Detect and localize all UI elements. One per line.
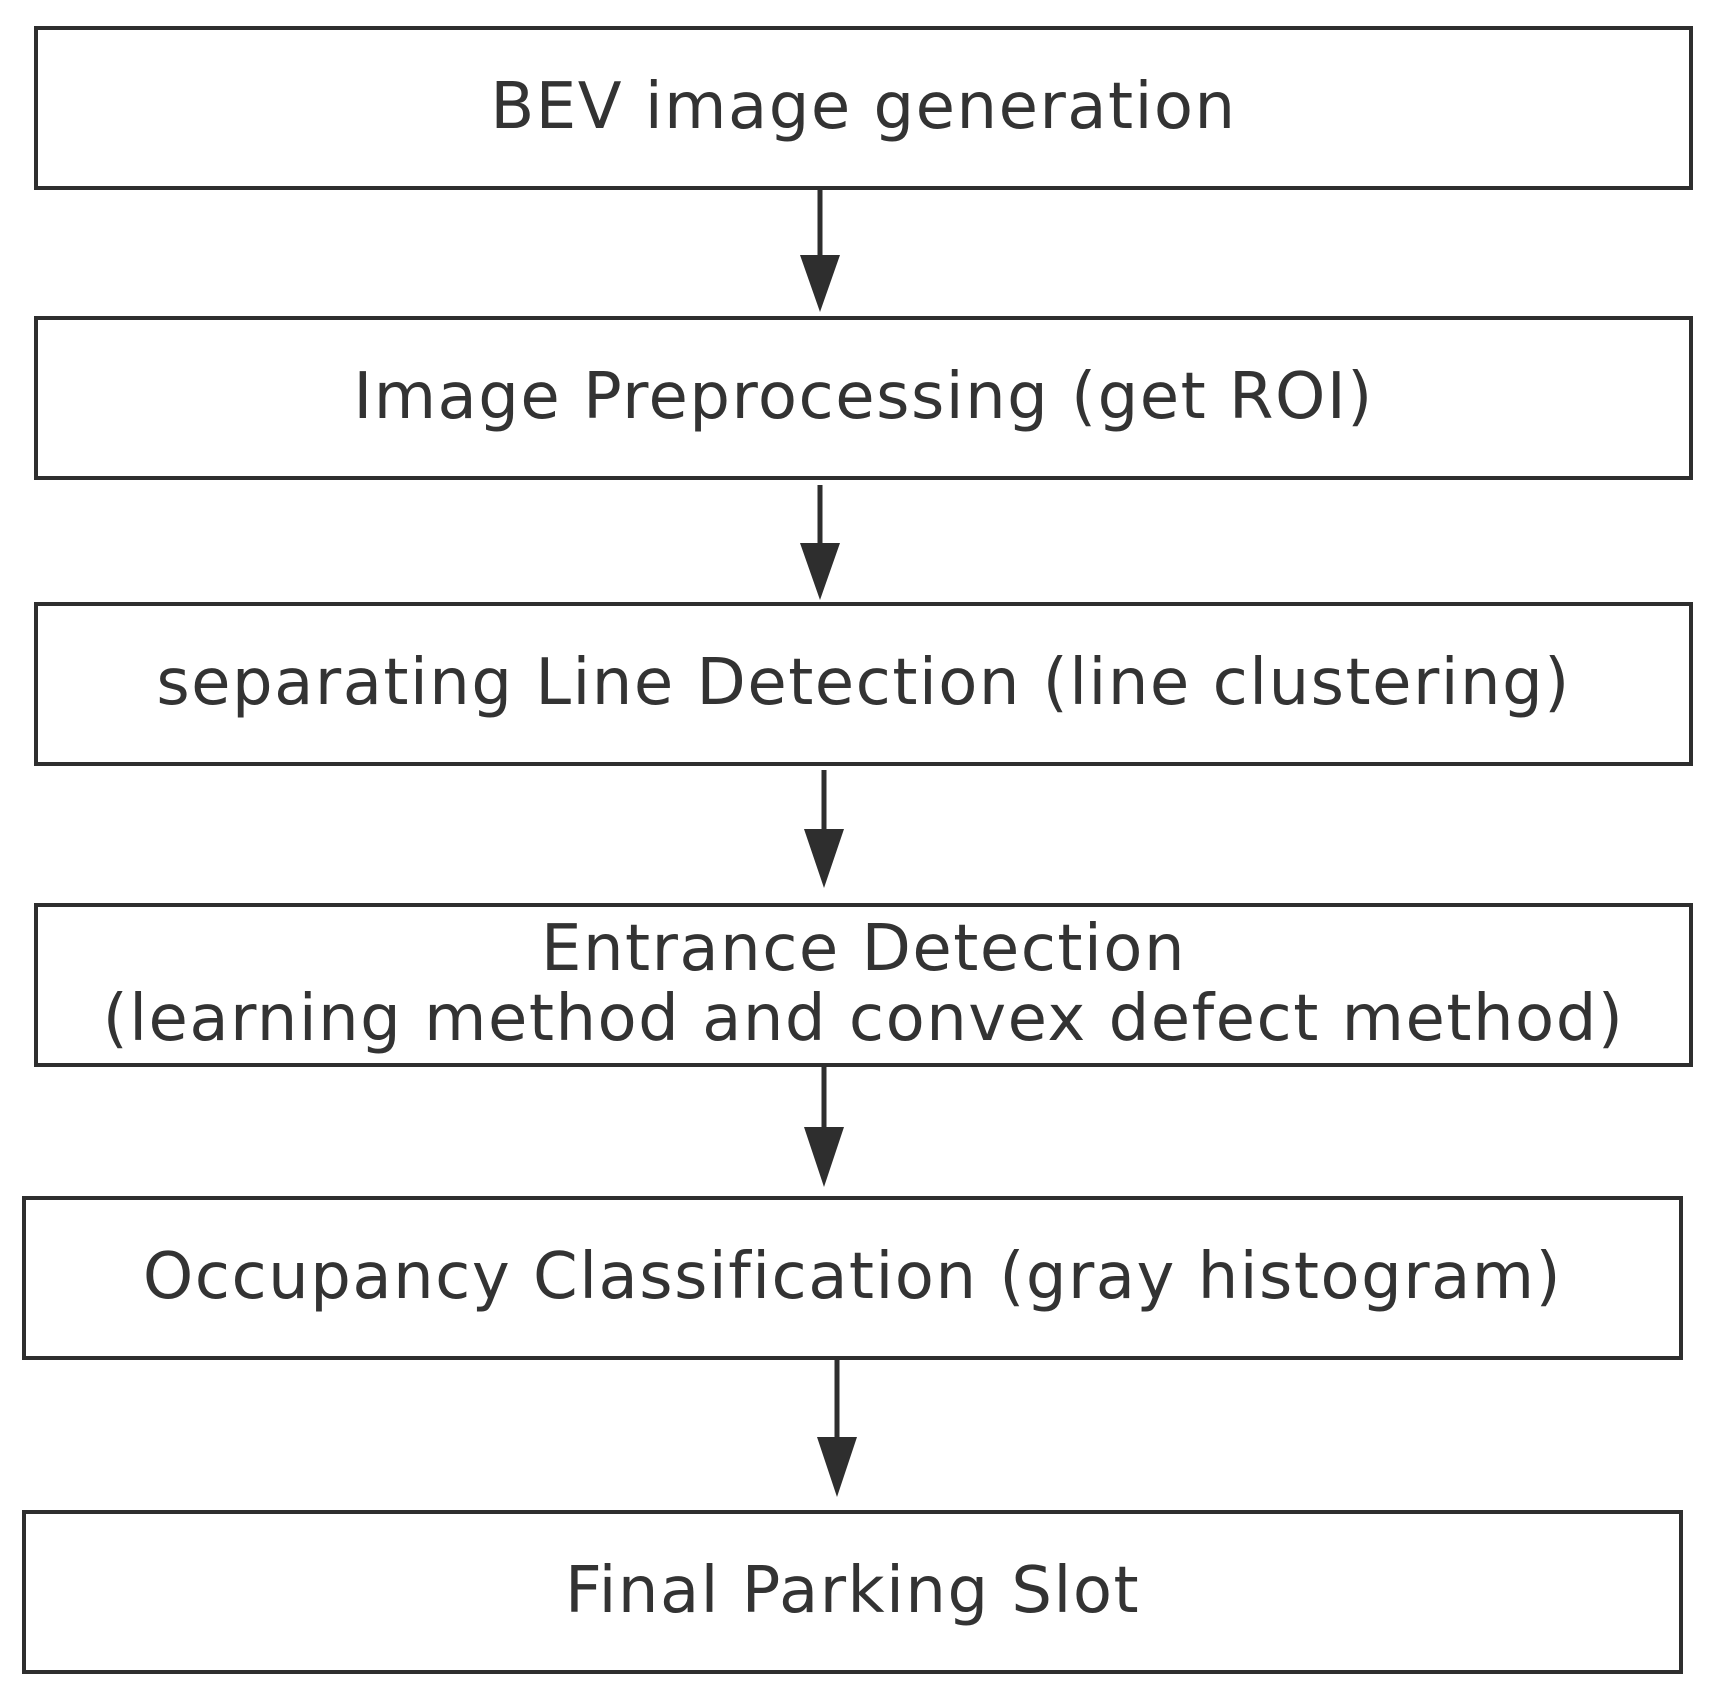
arrow-1-to-2 xyxy=(800,190,840,312)
step-sublabel: (learning method and convex defect metho… xyxy=(102,982,1625,1056)
step-label: separating Line Detection (line clusteri… xyxy=(156,646,1571,721)
arrow-2-head xyxy=(800,543,840,600)
step-label: Image Preprocessing (get ROI) xyxy=(353,360,1374,435)
arrow-4-head xyxy=(804,1127,844,1187)
arrow-1-head xyxy=(800,255,840,312)
arrow-2-to-3 xyxy=(800,485,840,600)
step-bev-image-generation: BEV image generation xyxy=(34,26,1693,190)
step-label: Final Parking Slot xyxy=(564,1554,1141,1629)
arrow-3-head xyxy=(804,829,844,888)
arrow-5-head xyxy=(817,1437,857,1497)
step-entrance-detection: Entrance Detection (learning method and … xyxy=(34,903,1693,1067)
step-final-parking-slot: Final Parking Slot xyxy=(22,1510,1683,1674)
step-occupancy-classification: Occupancy Classification (gray histogram… xyxy=(22,1196,1683,1360)
step-label: Occupancy Classification (gray histogram… xyxy=(142,1240,1563,1315)
arrow-4-to-5 xyxy=(804,1065,844,1187)
step-label: BEV image generation xyxy=(490,70,1237,145)
arrow-3-to-4 xyxy=(804,770,844,888)
step-image-preprocessing: Image Preprocessing (get ROI) xyxy=(34,316,1693,480)
step-label: Entrance Detection xyxy=(541,912,1186,987)
step-separating-line-detection: separating Line Detection (line clusteri… xyxy=(34,602,1693,766)
arrow-5-to-6 xyxy=(817,1360,857,1497)
